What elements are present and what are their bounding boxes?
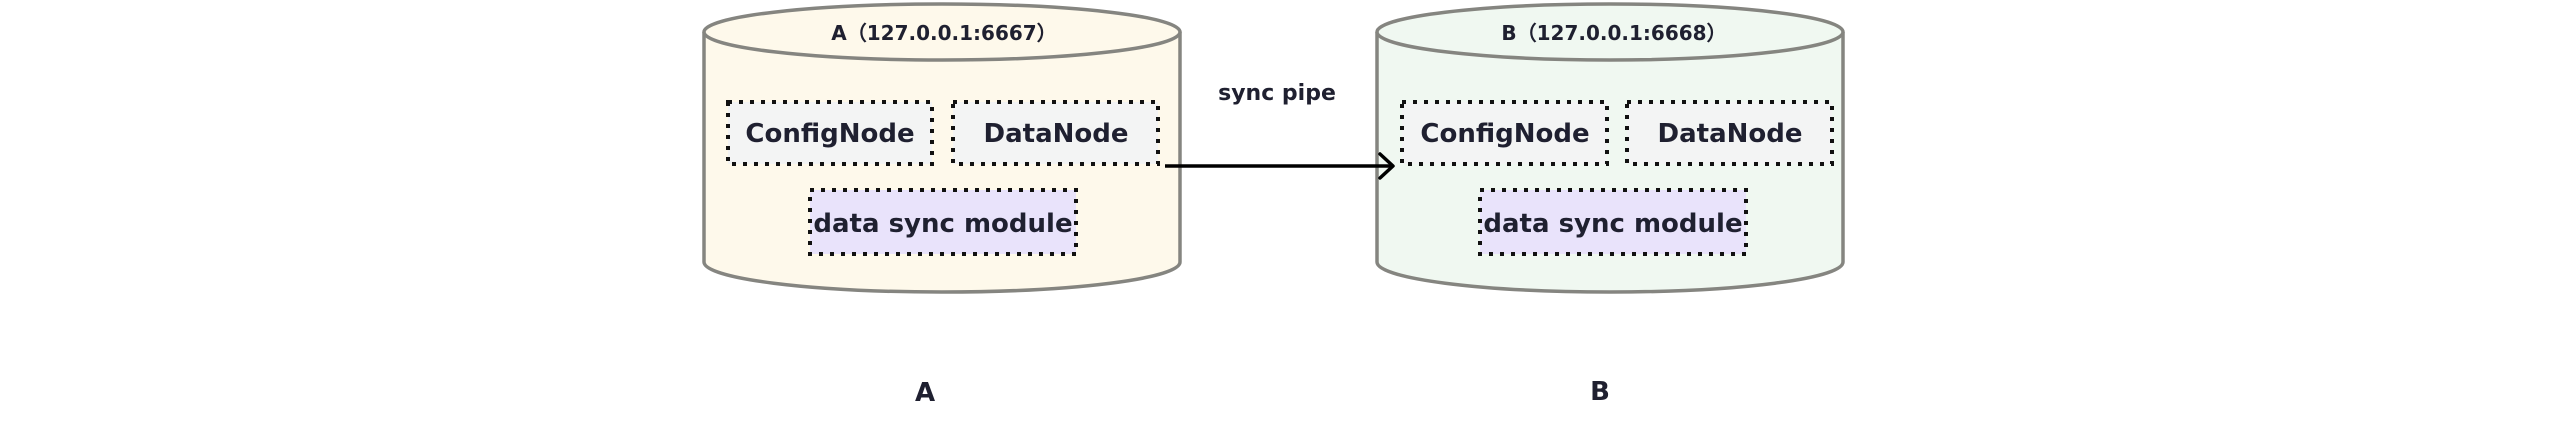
cluster-a-confignode-label: ConfigNode xyxy=(745,119,914,149)
cluster-b-confignode-label: ConfigNode xyxy=(1420,119,1589,149)
cluster-a: A（127.0.0.1:6667） ConfigNode DataNode da… xyxy=(702,2,1182,408)
cluster-b-datanode-box[interactable] xyxy=(1625,100,1834,166)
cluster-b-title: B（127.0.0.1:6668） xyxy=(1501,21,1726,45)
cluster-b-caption: B xyxy=(1590,377,1610,407)
cluster-a-caption: A xyxy=(915,378,935,408)
sync-pipe-label: sync pipe xyxy=(1218,81,1336,106)
sync-pipe-connection[interactable]: sync pipe xyxy=(1165,81,1395,180)
sync-pipe-arrowhead-icon xyxy=(1378,152,1395,180)
cluster-b: B（127.0.0.1:6668） ConfigNode DataNode da… xyxy=(1375,2,1845,407)
cluster-a-cylinder-top xyxy=(702,2,1182,62)
cluster-a-title: A（127.0.0.1:6667） xyxy=(831,21,1056,45)
cluster-b-confignode-box[interactable] xyxy=(1400,100,1609,166)
cluster-b-cylinder-top xyxy=(1375,2,1845,62)
cluster-b-datanode-label: DataNode xyxy=(1658,119,1803,149)
cluster-b-sync-module-box[interactable] xyxy=(1478,188,1748,256)
cluster-a-sync-module-box[interactable] xyxy=(808,188,1078,256)
cluster-a-confignode-box[interactable] xyxy=(726,100,934,166)
cluster-a-sync-module-label: data sync module xyxy=(813,209,1072,239)
cluster-b-sync-module-label: data sync module xyxy=(1483,209,1742,239)
cluster-a-datanode-label: DataNode xyxy=(984,119,1129,149)
cluster-a-datanode-box[interactable] xyxy=(951,100,1160,166)
